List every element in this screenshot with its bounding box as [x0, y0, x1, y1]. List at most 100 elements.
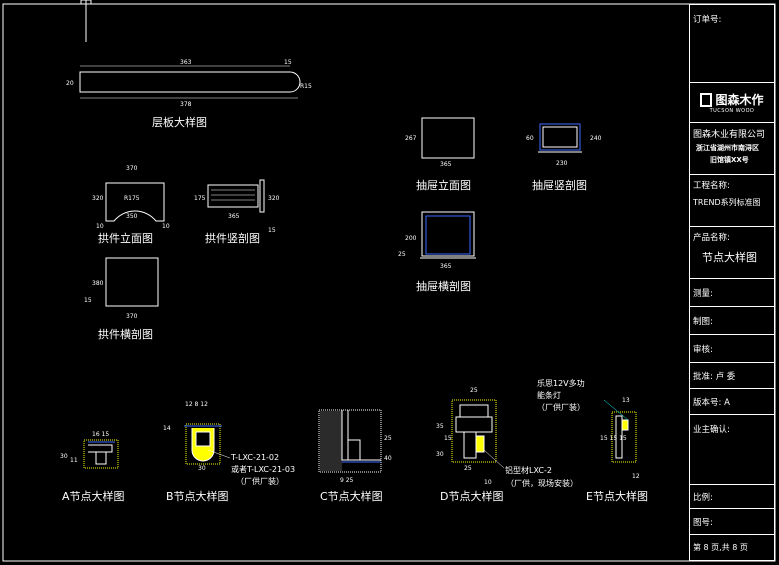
note-nd-1: 铝型材LXC-2: [505, 465, 552, 475]
note-nb-2: 或者T-LXC-21-03: [231, 464, 295, 474]
project-label: 工程名称:: [693, 181, 730, 191]
drawing-border: [2, 3, 776, 562]
tb-page: 第 8 页,共 8 页: [690, 535, 774, 560]
note-ne-2: 能条灯: [537, 390, 561, 400]
cursor-box: [80, 0, 92, 5]
version-label: 版本号: A: [693, 398, 730, 408]
dim-nd-l2: 15: [444, 435, 452, 442]
dim-shelf-top-r: 15: [284, 59, 292, 66]
tb-logo: 图森木作 TUCSON WOOD: [690, 83, 774, 123]
tb-order: 订单号:: [690, 5, 774, 83]
dim-shelf-left: 20: [66, 80, 74, 87]
tb-project: 工程名称: TREND系列标准图: [690, 175, 774, 227]
dim-nb-top: 12 8 12: [185, 401, 208, 408]
title-node-d: D节点大样图: [440, 489, 503, 503]
arch-horizontal-section: 380 15 370 拱件横剖图: [84, 257, 159, 341]
title-drawer-hsec: 抽屉横剖图: [416, 279, 471, 293]
dim-ne-l: 15 15 15: [600, 435, 627, 442]
address-1: 浙江省湖州市南浔区: [696, 144, 759, 152]
dim-nb-bottom: 30: [198, 465, 206, 472]
tb-drawing-no: 图号:: [690, 509, 774, 535]
dim-de-bottom: 365: [440, 161, 452, 168]
tb-scale: 比例:: [690, 485, 774, 509]
dim-ahs-lb: 15: [84, 297, 92, 304]
title-node-e: E节点大样图: [586, 489, 648, 503]
address-2: 旧馆镇XX号: [710, 156, 749, 164]
note-ne-3: （厂供厂装）: [537, 402, 585, 412]
tb-product: 产品名称: 节点大样图: [690, 227, 774, 279]
dim-arch-in: 350: [126, 213, 138, 220]
node-d: 25 35 15 30 25 10 铝型材LXC-2 （厂供，现场安装） D节点…: [436, 387, 578, 503]
tb-order-label: 订单号:: [693, 15, 722, 25]
dim-nd-top: 25: [470, 387, 478, 394]
brand-cn: 图森木作: [715, 93, 764, 107]
shelf-detail: 363 15 20 378 R15 层板大样图: [66, 59, 312, 129]
dim-shelf-top: 363: [180, 59, 192, 66]
tb-owner: 业主确认:: [690, 415, 774, 485]
dim-nd-b1: 25: [464, 465, 472, 472]
node-c: 25 40 9 25 C节点大样图: [318, 409, 392, 503]
title-node-a: A节点大样图: [62, 489, 125, 503]
dim-dv-right: 240: [590, 135, 602, 142]
brand-en: TUCSON WOOD: [709, 108, 755, 114]
dim-ahs-bottom: 370: [126, 313, 138, 320]
dim-de-left: 267: [405, 135, 417, 142]
tb-review: 审核:: [690, 335, 774, 363]
drawer-vertical-section: 60 240 230 抽屉竖剖图: [526, 123, 602, 192]
node-e: 13 15 15 15 12 乐思12V多功 能条灯 （厂供厂装） E节点大样图: [537, 378, 648, 503]
title-drawer-elev: 抽屉立面图: [416, 178, 471, 192]
dim-na-top: 16 15: [92, 431, 109, 438]
owner-label: 业主确认:: [693, 425, 730, 435]
arch-elevation: 370 320 R175 350 10 10 拱件立面图: [92, 165, 170, 245]
note-ne-1: 乐思12V多功: [537, 378, 585, 388]
dim-ne-top: 13: [622, 397, 630, 404]
tb-version: 版本号: A: [690, 389, 774, 415]
dim-arch-top: 370: [126, 165, 138, 172]
dim-shelf-r: R15: [300, 83, 312, 90]
dim-ahs-left: 380: [92, 280, 104, 287]
dim-nd-l1: 35: [436, 423, 444, 430]
product-label: 产品名称:: [693, 233, 730, 243]
draw-label: 制图:: [693, 317, 713, 327]
review-label: 审核:: [693, 345, 713, 355]
dim-dh-lb: 25: [398, 251, 406, 258]
product-value: 节点大样图: [702, 251, 757, 264]
dim-dv-bottom: 230: [556, 160, 568, 167]
dim-shelf-bottom: 378: [180, 101, 192, 108]
dim-avs-br: 15: [268, 227, 276, 234]
tb-company: 图森木业有限公司 浙江省湖州市南浔区 旧馆镇XX号: [690, 123, 774, 175]
drawing-no-label: 图号:: [693, 518, 713, 528]
survey-label: 测量:: [693, 289, 713, 299]
title-drawer-vsec: 抽屉竖剖图: [532, 178, 587, 192]
node-a: 16 15 30 11 A节点大样图: [60, 431, 125, 503]
title-node-c: C节点大样图: [320, 489, 383, 503]
dim-nd-b2: 10: [484, 479, 492, 486]
node-b: 12 8 12 14 30 T-LXC-21-02 或者T-LXC-21-03 …: [163, 401, 295, 503]
title-arch-hsec: 拱件横剖图: [98, 327, 153, 341]
dim-nc-bottom: 9 25: [340, 477, 354, 484]
tb-approve: 批准: 卢 委: [690, 363, 774, 389]
dim-ne-b: 12: [632, 473, 640, 480]
note-nb-3: （厂供厂装）: [236, 476, 284, 486]
dim-arch-r2: 10: [162, 223, 170, 230]
title-node-b: B节点大样图: [166, 489, 229, 503]
note-nd-2: （厂供，现场安装）: [506, 478, 578, 488]
dim-avs-right: 320: [268, 195, 280, 202]
page-label: 第 8 页,共 8 页: [693, 543, 748, 552]
dim-na-left1: 30: [60, 453, 68, 460]
title-arch-vsec: 拱件竖剖图: [205, 231, 260, 245]
company-name: 图森木业有限公司: [693, 130, 766, 140]
dim-avs-bottom: 365: [228, 213, 240, 220]
title-block: 订单号: 图森木作 TUCSON WOOD 图森木业有限公司 浙江省湖州市南浔区…: [689, 4, 775, 561]
dim-na-left2: 11: [70, 457, 78, 464]
dim-nc-right1: 25: [384, 435, 392, 442]
dim-dv-left: 60: [526, 135, 534, 142]
project-value: TREND系列标准图: [693, 198, 761, 207]
dim-dh-bottom: 365: [440, 263, 452, 270]
arch-vertical-section: 175 365 320 15 拱件竖剖图: [194, 179, 280, 245]
dim-arch-left: 320: [92, 195, 104, 202]
drawer-horizontal-section: 200 25 365 抽屉横剖图: [398, 211, 476, 293]
dim-arch-l: 10: [96, 223, 104, 230]
dim-nd-l3: 30: [436, 451, 444, 458]
